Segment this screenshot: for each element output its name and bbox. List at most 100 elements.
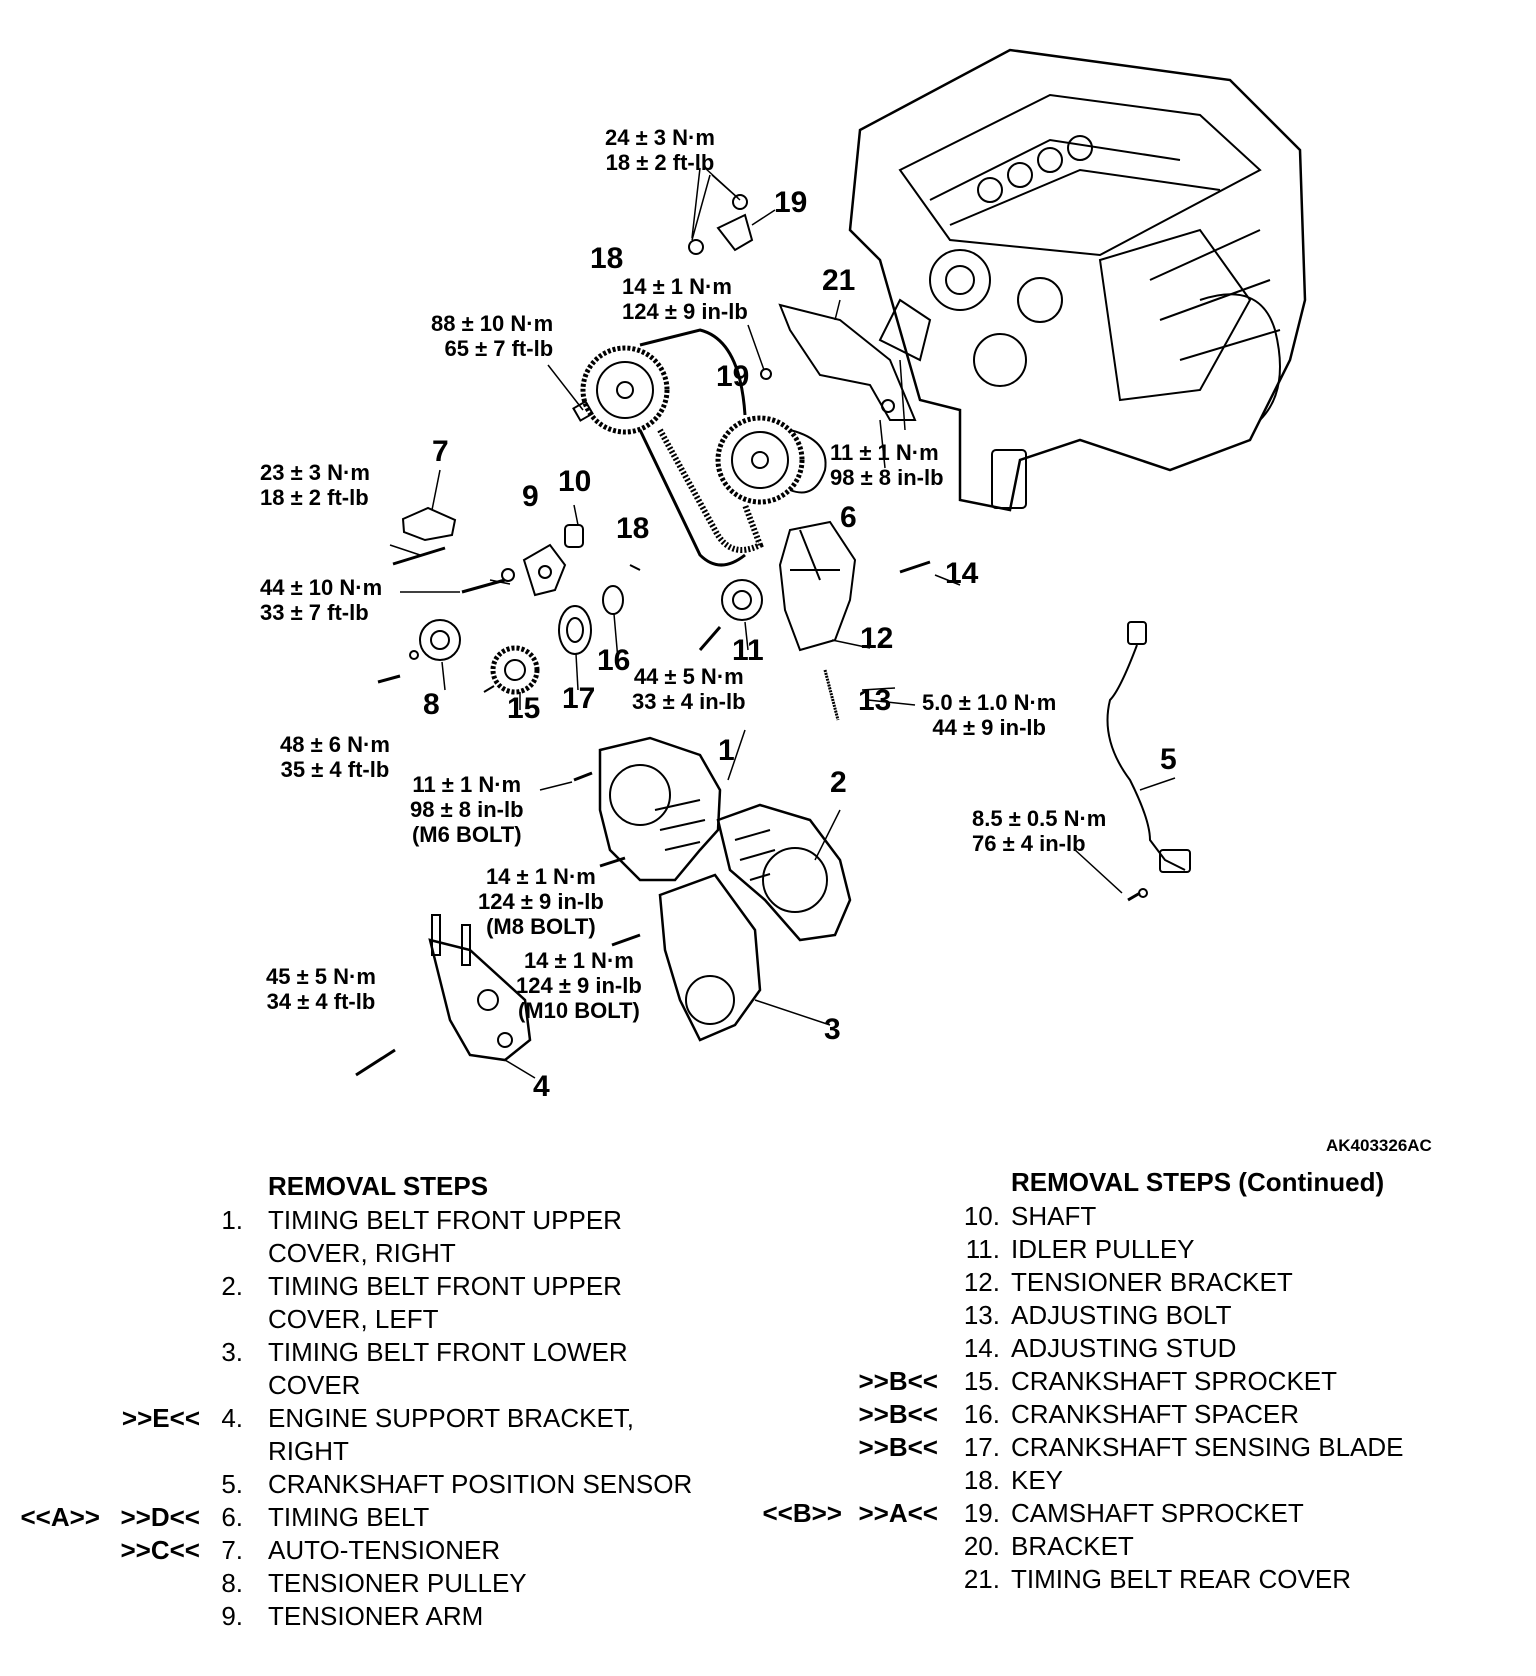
callout-3: 3	[824, 1013, 841, 1046]
callout-19-lower: 19	[716, 360, 750, 393]
step-marker-removal: >>D<<	[120, 1502, 200, 1532]
step-label: TIMING BELT FRONT UPPER	[268, 1205, 622, 1235]
removal-step-item: 11.IDLER PULLEY	[760, 1233, 1536, 1266]
callout-19-upper: 18	[590, 242, 624, 275]
engine-support-bracket-4	[428, 914, 536, 1079]
step-label: TIMING BELT FRONT LOWER	[268, 1337, 628, 1367]
step-marker-removal: >>E<<	[121, 1403, 200, 1433]
removal-step-item: >>B<<16.CRANKSHAFT SPACER	[760, 1398, 1536, 1431]
step-number: 8.	[221, 1568, 243, 1598]
step-label: KEY	[1011, 1465, 1064, 1495]
step-number: 5.	[221, 1469, 243, 1499]
step-label: ADJUSTING STUD	[1011, 1333, 1237, 1363]
fastener-bolts	[355, 324, 1141, 1077]
step-number: 13.	[963, 1300, 1000, 1330]
step-number: 18.	[963, 1465, 1000, 1495]
removal-step-item: 20.BRACKET	[760, 1530, 1536, 1563]
bracket-20-illustration	[688, 167, 776, 255]
step-number: 1.	[221, 1205, 243, 1235]
step-number: 4.	[221, 1403, 243, 1433]
figure-code: AK403326AC	[1326, 1136, 1432, 1155]
step-number: 15.	[963, 1366, 1000, 1396]
callout-20: 19	[774, 186, 808, 219]
step-marker-removal: >>C<<	[120, 1535, 200, 1565]
step-marker-removal: >>B<<	[858, 1366, 938, 1396]
step-number: 17.	[963, 1432, 1000, 1462]
step-number: 16.	[963, 1399, 1000, 1429]
crankshaft-position-sensor-5	[1106, 621, 1191, 898]
tensioner-assembly	[401, 469, 641, 597]
removal-step-item: >>B<< 17. CRANKSHAFT SENSING BLADE	[760, 1431, 1536, 1464]
step-label: CRANKSHAFT POSITION SENSOR	[268, 1469, 693, 1499]
removal-step-item: 8. TENSIONER PULLEY	[0, 1567, 760, 1600]
step-number: 12.	[963, 1267, 1000, 1297]
step-marker-removal: >>B<<	[858, 1432, 938, 1462]
removal-step-item: <<B>>>>A<<19.CAMSHAFT SPROCKET	[760, 1497, 1536, 1530]
callout-5: 5	[1160, 743, 1177, 776]
removal-steps-title: REMOVAL STEPS	[268, 1171, 489, 1201]
removal-step-item-continuation: RIGHT	[0, 1435, 760, 1468]
callout-14: 14	[945, 557, 979, 590]
callout-15: 15	[507, 692, 541, 725]
step-number: 21.	[963, 1564, 1000, 1594]
step-label: CRANKSHAFT SENSING BLADE	[1011, 1432, 1404, 1462]
step-label: TIMING BELT REAR COVER	[1011, 1564, 1351, 1594]
removal-step-item-continuation: COVER, LEFT	[0, 1303, 760, 1336]
removal-step-item: 9.TENSIONER ARM	[0, 1600, 760, 1633]
callout-1: 1	[718, 734, 735, 767]
step-label: COVER, RIGHT	[268, 1238, 456, 1268]
pulleys-and-crank-sprocket	[409, 579, 763, 710]
callout-4: 4	[533, 1070, 550, 1103]
removal-step-item: 2. TIMING BELT FRONT UPPER	[0, 1270, 760, 1303]
step-label: TIMING BELT FRONT UPPER	[268, 1271, 622, 1301]
step-number: 9.	[221, 1601, 243, 1631]
removal-step-item: 3. TIMING BELT FRONT LOWER	[0, 1336, 760, 1369]
rear-cover-21-illustration	[778, 299, 917, 421]
step-number: 19.	[963, 1498, 1000, 1528]
callout-11: 11	[732, 634, 764, 667]
step-label: TIMING BELT	[268, 1502, 430, 1532]
step-label: ADJUSTING BOLT	[1011, 1300, 1232, 1330]
step-number: 10.	[963, 1201, 1000, 1231]
step-label: ENGINE SUPPORT BRACKET,	[268, 1403, 635, 1433]
step-number: 11.	[965, 1234, 1000, 1264]
step-marker-removal: >>A<<	[858, 1498, 938, 1528]
removal-step-item: <<A>> >>D<< 6. TIMING BELT	[0, 1501, 760, 1534]
removal-step-item: 14.ADJUSTING STUD	[760, 1332, 1536, 1365]
removal-step-item: >>C<<7.AUTO-TENSIONER	[0, 1534, 760, 1567]
step-number: 6.	[221, 1502, 243, 1532]
step-marker-removal: >>B<<	[858, 1399, 938, 1429]
step-marker-installation: <<A>>	[20, 1502, 100, 1532]
leader-lines	[489, 174, 1123, 894]
callout-16: 16	[597, 644, 631, 677]
callout-7: 7	[432, 435, 449, 468]
removal-step-item: 1. TIMING BELT FRONT UPPER	[0, 1204, 760, 1237]
removal-step-item: >>B<< 15. CRANKSHAFT SPROCKET	[760, 1365, 1536, 1398]
step-label: SHAFT	[1011, 1201, 1097, 1231]
step-label: CRANKSHAFT SPROCKET	[1011, 1366, 1338, 1396]
callout-17: 17	[562, 682, 596, 715]
step-number: 3.	[221, 1337, 243, 1367]
callout-10: 10	[558, 465, 592, 498]
callout-13: 13	[858, 684, 892, 717]
step-number: 2.	[221, 1271, 243, 1301]
removal-step-item: 12.TENSIONER BRACKET	[760, 1266, 1536, 1299]
step-label: TENSIONER PULLEY	[268, 1568, 527, 1598]
engine-block-illustration	[848, 48, 1307, 512]
callout-6: 6	[840, 501, 857, 534]
removal-step-item: 10. SHAFT	[760, 1200, 1536, 1233]
step-number: 7.	[221, 1535, 243, 1565]
